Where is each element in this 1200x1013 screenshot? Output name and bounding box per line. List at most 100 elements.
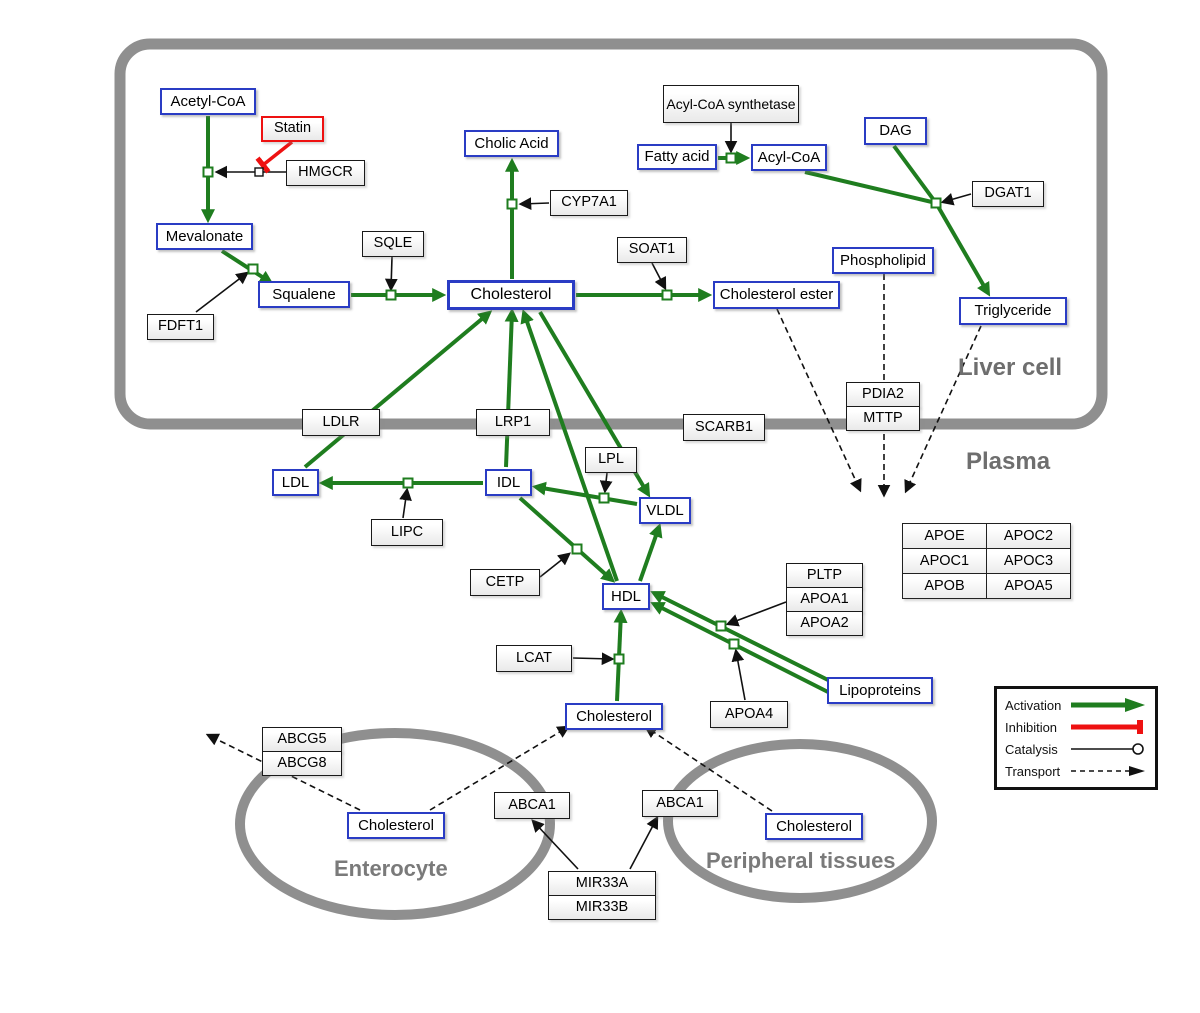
node-acyl-coa[interactable]: Acyl-CoA — [751, 144, 827, 171]
node-dag[interactable]: DAG — [864, 117, 927, 145]
compartment-label-liver: Liver cell — [958, 354, 1063, 381]
node-fatty-acid[interactable]: Fatty acid — [637, 144, 717, 170]
edge-lipc-catalysis — [399, 487, 412, 519]
node-cholesterol-ester[interactable]: Cholesterol ester — [713, 281, 840, 309]
edge-statin-inhibition — [255, 140, 294, 174]
edge-idl-cholesterol — [504, 307, 519, 468]
node-scarb1[interactable]: SCARB1 — [683, 414, 765, 441]
edge-pltp-apoa-catalysis — [725, 601, 787, 627]
reaction-node-fdft1 — [247, 263, 259, 275]
statin-target-node — [254, 167, 264, 177]
reaction-node-dgat1 — [930, 197, 942, 209]
node-triglyceride[interactable]: Triglyceride — [959, 297, 1067, 325]
transport-dashed-arrow-icon — [1071, 766, 1145, 776]
node-abca1-enterocyte[interactable]: ABCA1 — [494, 792, 570, 819]
reaction-node-soat1 — [661, 289, 673, 301]
node-statin[interactable]: Statin — [261, 116, 324, 142]
peripheral-tissues-membrane — [663, 739, 937, 903]
edge-hdl-cholesterol — [520, 309, 619, 582]
node-apoe[interactable]: APOE — [903, 524, 987, 549]
node-mir33a[interactable]: MIR33A — [548, 871, 656, 896]
edge-hdl-vldl — [638, 523, 663, 582]
edge-lipoproteins-hdl-upper — [650, 591, 829, 682]
node-sqle[interactable]: SQLE — [362, 231, 424, 257]
edge-peripheral-cholesterol-transport — [643, 725, 773, 812]
node-apoc1[interactable]: APOC1 — [903, 549, 987, 574]
node-abcg8[interactable]: ABCG8 — [262, 751, 342, 776]
node-mttp[interactable]: MTTP — [846, 406, 920, 431]
node-squalene[interactable]: Squalene — [258, 281, 350, 308]
reaction-node-lpl — [598, 492, 610, 504]
node-pltp[interactable]: PLTP — [786, 563, 863, 588]
edge-apoa4-catalysis — [731, 648, 746, 701]
legend-catalysis: Catalysis — [1005, 741, 1147, 757]
node-dgat1[interactable]: DGAT1 — [972, 181, 1044, 207]
node-abca1-peripheral[interactable]: ABCA1 — [642, 790, 718, 817]
node-apoa2[interactable]: APOA2 — [786, 611, 863, 636]
legend: Activation Inhibition Catalysis Transpor… — [994, 686, 1158, 790]
edge-ldl-cholesterol — [303, 310, 493, 469]
node-cholesterol-enterocyte[interactable]: Cholesterol — [347, 812, 445, 839]
reaction-node-apoa4 — [728, 638, 740, 650]
node-vldl[interactable]: VLDL — [639, 497, 691, 524]
enterocyte-membrane — [235, 728, 555, 920]
reaction-node-acylcoasynthetase — [725, 152, 737, 164]
edge-vldl-idl — [531, 481, 638, 506]
edge-enterocyte-cholesterol-transport — [429, 725, 571, 811]
node-mevalonate[interactable]: Mevalonate — [156, 223, 253, 250]
node-lipc[interactable]: LIPC — [371, 519, 443, 546]
edge-mir33-abca1-left — [531, 819, 579, 870]
node-phospholipid[interactable]: Phospholipid — [832, 247, 934, 274]
node-cyp7a1[interactable]: CYP7A1 — [550, 190, 628, 216]
edge-idl-hdl-cetp — [518, 496, 616, 583]
node-acyl-coa-synthetase[interactable]: Acyl-CoA synthetase — [663, 85, 799, 123]
apolipoprotein-table: APOE APOC2 APOC1 APOC3 APOB APOA5 — [902, 523, 1071, 599]
activation-arrow-icon — [1071, 698, 1145, 712]
compartment-label-peripheral: Peripheral tissues — [706, 848, 896, 873]
node-cholesterol-liver[interactable]: Cholesterol — [447, 280, 575, 310]
node-lpl[interactable]: LPL — [585, 447, 637, 473]
node-cetp[interactable]: CETP — [470, 569, 540, 596]
reaction-node-lipc — [402, 477, 414, 489]
edge-dgat1-catalysis — [940, 193, 972, 206]
node-apoc2[interactable]: APOC2 — [987, 524, 1071, 549]
node-idl[interactable]: IDL — [485, 469, 532, 496]
edge-acylcoa-dgat1-junction — [804, 170, 937, 205]
node-apoa1[interactable]: APOA1 — [786, 587, 863, 612]
node-lcat[interactable]: LCAT — [496, 645, 572, 672]
edge-cetp-catalysis — [539, 552, 572, 578]
node-apoc3[interactable]: APOC3 — [987, 549, 1071, 574]
reaction-node-cyp7a1 — [506, 198, 518, 210]
node-apob[interactable]: APOB — [903, 574, 987, 599]
inhibition-tbar-icon — [1071, 720, 1143, 734]
edge-sqle-catalysis — [384, 256, 398, 292]
node-lrp1[interactable]: LRP1 — [476, 409, 550, 436]
node-hdl[interactable]: HDL — [602, 583, 650, 610]
node-ldl[interactable]: LDL — [272, 469, 319, 496]
edge-mevalonate-squalene — [220, 249, 274, 285]
edge-mir33-abca1-right — [629, 815, 659, 870]
legend-catalysis-label: Catalysis — [1005, 741, 1058, 757]
node-fdft1[interactable]: FDFT1 — [147, 314, 214, 340]
node-acetyl-coa[interactable]: Acetyl-CoA — [160, 88, 256, 115]
node-ldlr[interactable]: LDLR — [302, 409, 380, 436]
node-apoa4[interactable]: APOA4 — [710, 701, 788, 728]
reaction-node-lcat — [613, 653, 625, 665]
edge-dag-dgat1-junction — [892, 144, 938, 205]
node-abcg5[interactable]: ABCG5 — [262, 727, 342, 752]
node-soat1[interactable]: SOAT1 — [617, 237, 687, 263]
node-mir33b[interactable]: MIR33B — [548, 895, 656, 920]
edge-cholesterolester-plasma-transport — [776, 308, 862, 493]
node-cholesterol-plasma[interactable]: Cholesterol — [565, 703, 663, 730]
reaction-node-pltp — [715, 620, 727, 632]
node-cholic-acid[interactable]: Cholic Acid — [464, 130, 559, 157]
node-lipoproteins[interactable]: Lipoproteins — [827, 677, 933, 704]
node-pdia2[interactable]: PDIA2 — [846, 382, 920, 407]
edge-fdft1-catalysis — [195, 271, 250, 313]
node-hmgcr[interactable]: HMGCR — [286, 160, 365, 186]
node-apoa5[interactable]: APOA5 — [987, 574, 1071, 599]
node-cholesterol-peripheral[interactable]: Cholesterol — [765, 813, 863, 840]
compartment-label-enterocyte: Enterocyte — [334, 856, 448, 881]
